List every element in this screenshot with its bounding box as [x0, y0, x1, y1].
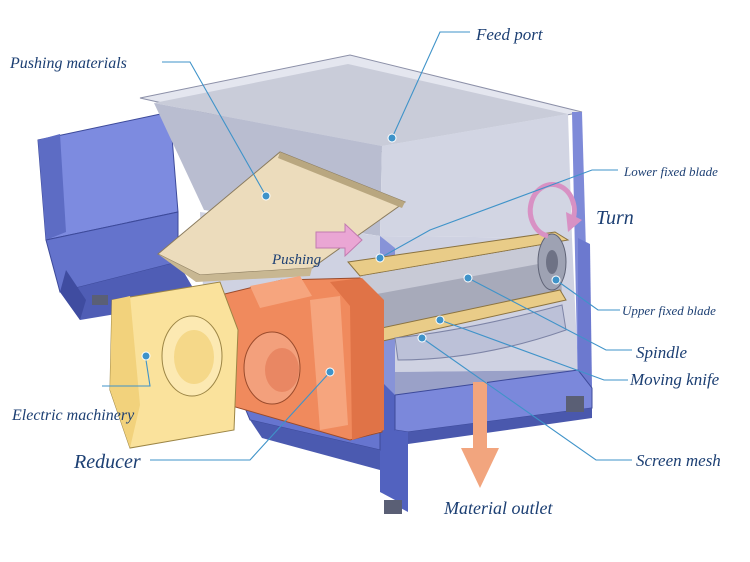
label-moving-knife: Moving knife	[629, 370, 720, 389]
label-upper-fixed-blade: Upper fixed blade	[622, 303, 716, 318]
pushing-arrow	[315, 222, 363, 258]
pusher-housing	[37, 111, 200, 320]
label-pushing-materials: Pushing materials	[9, 55, 127, 72]
leader-lines	[102, 31, 632, 461]
outlet-arrow	[461, 382, 499, 488]
label-turn: Turn	[596, 207, 634, 229]
reducer	[199, 276, 384, 441]
rotor-assembly	[347, 231, 570, 343]
turn-arrow	[527, 182, 582, 239]
upper-blade-strip	[347, 231, 570, 277]
label-spindle: Spindle	[636, 343, 687, 362]
leader-dots	[141, 133, 561, 377]
label-screen-mesh: Screen mesh	[636, 451, 721, 470]
label-material-outlet: Material outlet	[443, 498, 553, 518]
electric-motor	[109, 281, 239, 449]
left-foot	[92, 295, 108, 305]
front-foot	[384, 500, 402, 514]
screen-mesh	[394, 304, 567, 361]
label-electric-machinery: Electric machinery	[11, 407, 135, 424]
label-pushing: Pushing	[271, 252, 322, 268]
label-lower-fixed-blade: Lower fixed blade	[623, 164, 718, 179]
label-feed-port: Feed port	[475, 25, 544, 44]
right-foot	[566, 396, 584, 412]
label-reducer: Reducer	[73, 451, 141, 473]
